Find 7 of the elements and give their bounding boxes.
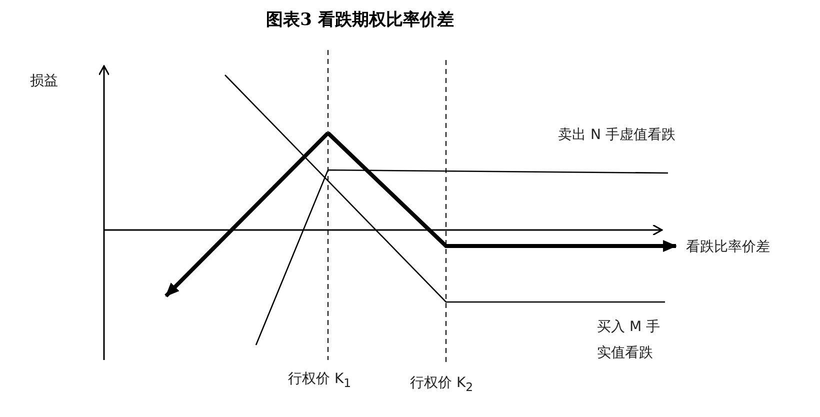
axis-label: 看跌比率价差 xyxy=(686,238,770,257)
line-label: 卖出 N 手虚值看跌 xyxy=(558,126,676,145)
chart-title: 图表3 看跌期权比率价差 xyxy=(265,9,455,31)
axis-label: 损益 xyxy=(30,72,58,91)
strike-label: 行权价 K$_{2}$ xyxy=(410,374,474,396)
strike-label: 行权价 K$_{1}$ xyxy=(288,370,352,392)
line-label: 买入 M 手实值看跌 xyxy=(597,318,661,363)
